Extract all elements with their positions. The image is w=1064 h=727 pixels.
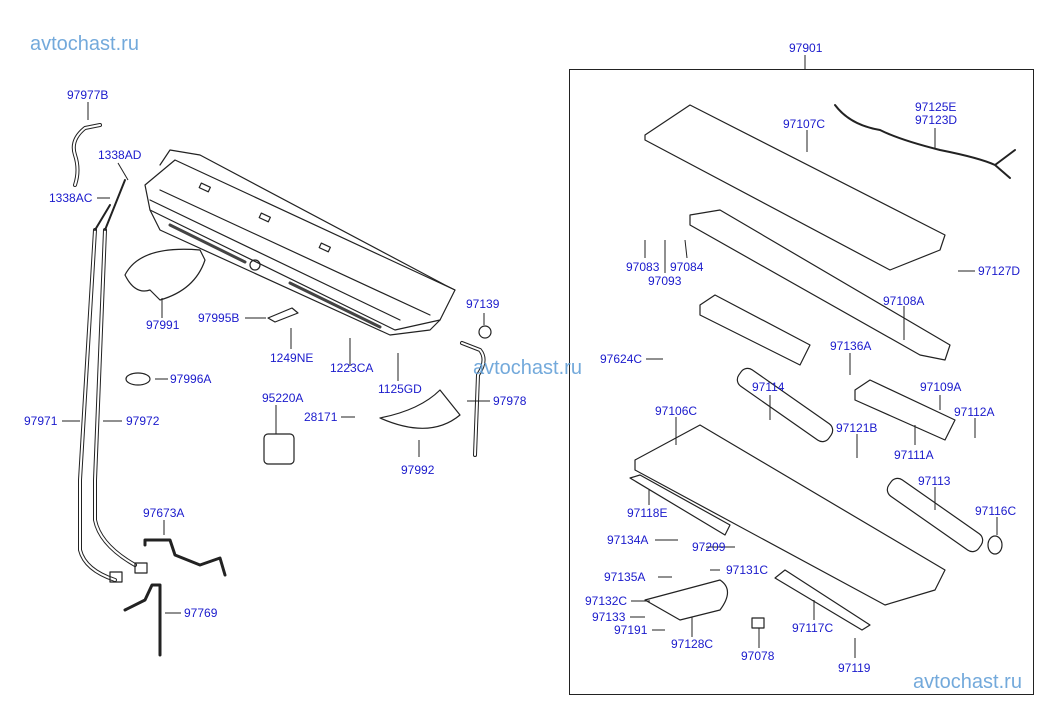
part-label[interactable]: 97992: [401, 463, 435, 477]
part-label[interactable]: 97123D: [915, 113, 958, 127]
part-label[interactable]: 97118E: [627, 506, 668, 520]
part-label[interactable]: 97978: [493, 394, 527, 408]
cover-97992-drawing: [379, 389, 461, 429]
part-label[interactable]: 97972: [126, 414, 160, 428]
part-label[interactable]: 97084: [670, 260, 704, 274]
part-label[interactable]: 97121B: [836, 421, 878, 435]
trim-97118E-drawing: [629, 474, 731, 536]
part-label[interactable]: 97136A: [830, 339, 872, 353]
part-label[interactable]: 97119: [838, 661, 871, 675]
part-label[interactable]: 97127D: [978, 264, 1021, 278]
part-label[interactable]: 97996A: [170, 372, 212, 386]
part-label[interactable]: 97139: [466, 297, 500, 311]
panel-97128C-drawing: [644, 579, 729, 621]
grille-97113-drawing: [886, 477, 984, 553]
part-label[interactable]: 97624C: [600, 352, 643, 366]
part-label[interactable]: 97133: [592, 610, 626, 624]
harness-97125E-drawing: [834, 104, 1016, 179]
part-label[interactable]: 97131C: [726, 563, 769, 577]
part-label[interactable]: 97673A: [143, 506, 185, 520]
pad-97991-drawing: [124, 248, 206, 301]
grommet-97996A-drawing: [125, 372, 151, 386]
part-label[interactable]: 97111A: [894, 448, 934, 462]
pipe-97673A-drawing: [143, 538, 227, 577]
watermark-center: avtochast.ru: [473, 357, 582, 379]
part-label[interactable]: 97977B: [67, 88, 109, 102]
cap-97116C-drawing: [987, 535, 1003, 555]
part-label[interactable]: 1249NE: [270, 351, 314, 365]
duct-97108A-drawing: [689, 209, 951, 361]
part-label[interactable]: 97132C: [585, 594, 628, 608]
part-label[interactable]: 97191: [614, 623, 648, 637]
pipe-97769-drawing: [123, 583, 162, 657]
part-label[interactable]: 97991: [146, 318, 180, 332]
grille-97114-drawing: [736, 367, 834, 443]
part-label[interactable]: 97971: [24, 414, 58, 428]
assembly-97901-frame: [569, 69, 1034, 695]
cap-97139-drawing: [478, 325, 492, 339]
relay-95220A-drawing: [263, 433, 295, 465]
part-label[interactable]: 97083: [626, 260, 660, 274]
part-label[interactable]: 97113: [918, 474, 951, 488]
part-label[interactable]: 97134A: [607, 533, 649, 547]
clip-97078-drawing: [751, 617, 765, 629]
part-label[interactable]: 97995B: [198, 311, 240, 325]
pipes-97971-97972-drawing: [78, 179, 148, 583]
watermark-top-left: avtochast.ru: [30, 33, 139, 55]
blower-housing-left-drawing: [699, 294, 811, 366]
part-label[interactable]: 1223CA: [330, 361, 374, 375]
part-label[interactable]: 95220A: [262, 391, 304, 405]
bracket-97995B-drawing: [267, 307, 299, 323]
cover-97107C-drawing: [644, 104, 946, 271]
trim-97117C-drawing: [774, 569, 871, 631]
part-label[interactable]: 97209: [692, 540, 726, 554]
part-label[interactable]: 97769: [184, 606, 218, 620]
part-label[interactable]: 97107C: [783, 117, 826, 131]
part-label[interactable]: 97128C: [671, 637, 714, 651]
blower-97109A-drawing: [854, 379, 956, 441]
part-label[interactable]: 97135A: [604, 570, 646, 584]
housing-97106C-drawing: [634, 424, 946, 606]
rear-heater-unit-drawing: [144, 149, 456, 336]
part-label[interactable]: 97114: [752, 380, 785, 394]
part-label[interactable]: 97125E: [915, 100, 957, 114]
part-label[interactable]: 1338AC: [49, 191, 93, 205]
part-label[interactable]: 97109A: [920, 380, 962, 394]
part-label[interactable]: 1125GD: [378, 382, 422, 396]
part-label[interactable]: 97117C: [792, 621, 834, 635]
part-label[interactable]: 28171: [304, 410, 338, 424]
part-label[interactable]: 97106C: [655, 404, 698, 418]
part-label[interactable]: 97093: [648, 274, 682, 288]
part-label[interactable]: 1338AD: [98, 148, 142, 162]
part-label[interactable]: 97116C: [975, 504, 1017, 518]
part-label[interactable]: 97108A: [883, 294, 925, 308]
part-label[interactable]: 97078: [741, 649, 775, 663]
assembly-label[interactable]: 97901: [789, 41, 823, 55]
watermark-bottom-right: avtochast.ru: [913, 671, 1022, 693]
part-label[interactable]: 97112A: [954, 405, 995, 419]
